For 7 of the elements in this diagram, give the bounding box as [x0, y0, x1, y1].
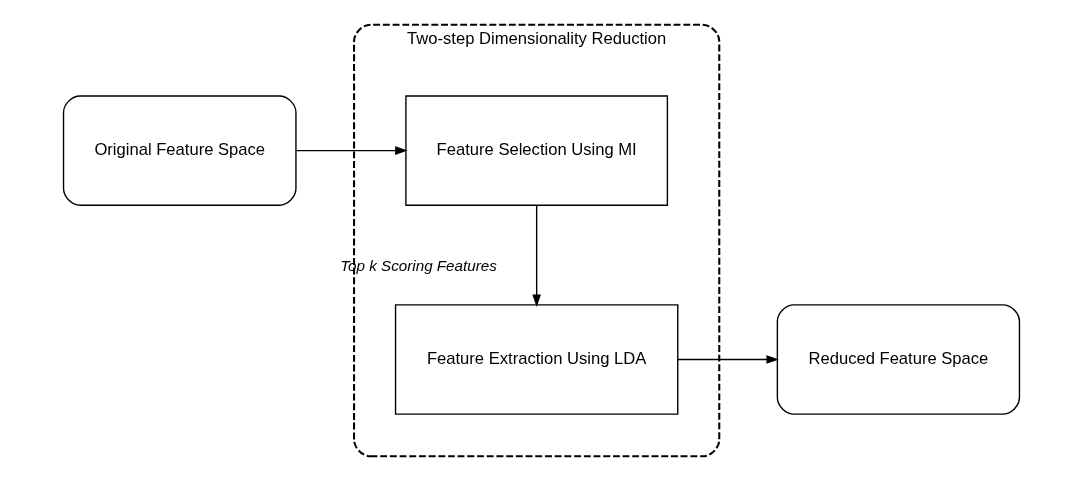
arrow	[676, 355, 779, 364]
node-box: Reduced Feature Space	[776, 304, 1020, 415]
node-box: Feature Selection Using MI	[404, 95, 668, 206]
node-box: Original Feature Space	[62, 95, 297, 206]
arrow	[294, 146, 408, 155]
node-box: Feature Extraction Using LDA	[394, 304, 678, 415]
arrow	[531, 204, 541, 307]
